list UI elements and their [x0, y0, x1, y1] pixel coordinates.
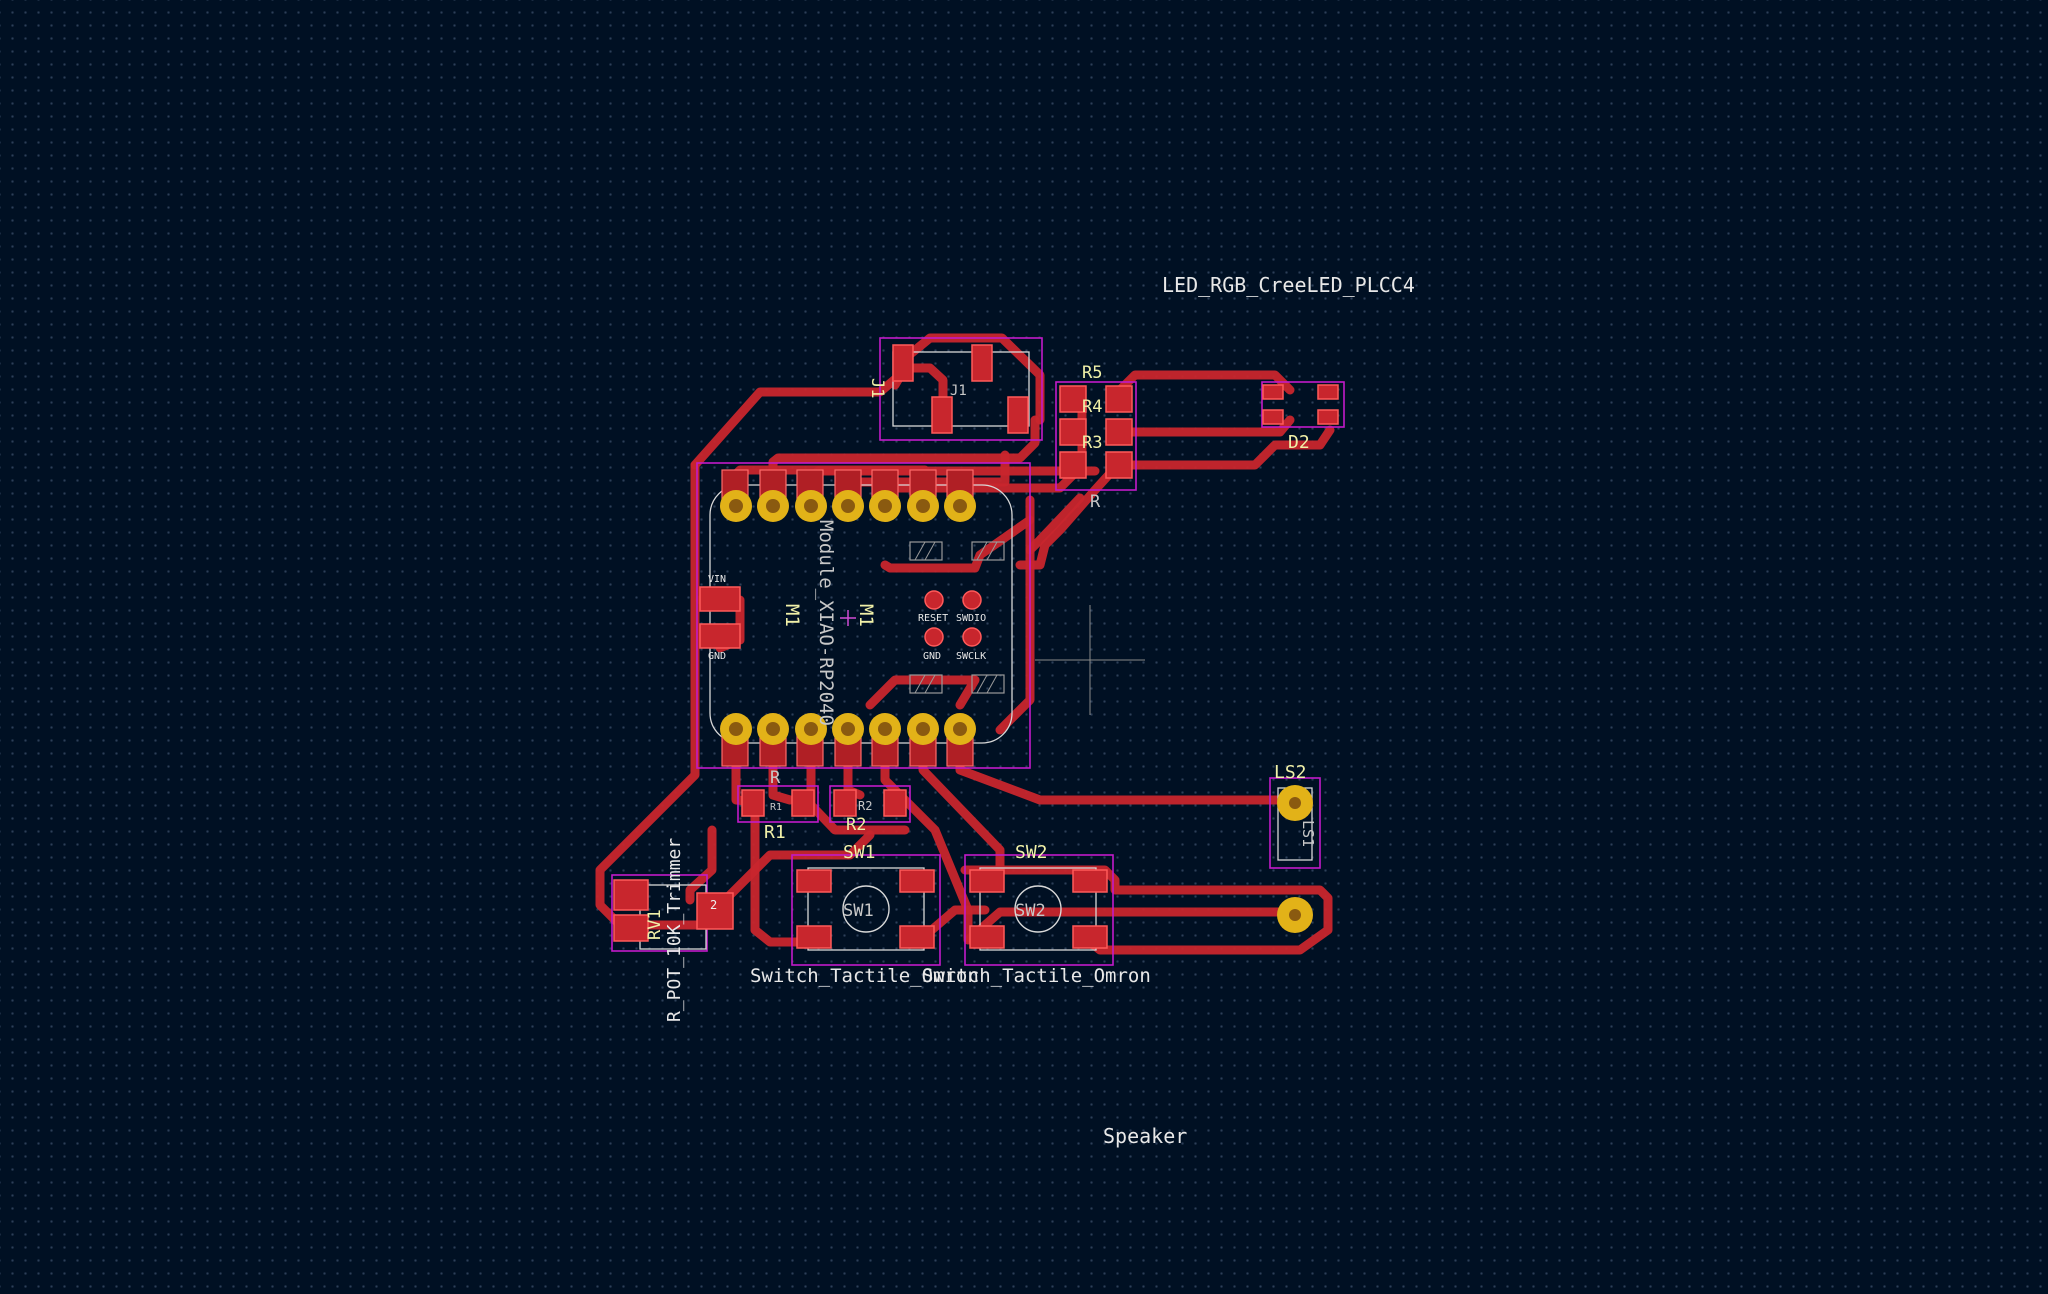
d2-courtyard: [1261, 381, 1345, 428]
ls2-courtyard: [1269, 777, 1321, 869]
m1-side-pads: VIN GND: [699, 574, 741, 662]
r2-fab-text: R2: [858, 799, 872, 813]
pin-label-swdio: SWDIO: [956, 613, 986, 624]
r2-ref-text: R2: [846, 815, 866, 835]
r-value-text: R: [1090, 492, 1101, 512]
resistor-r1[interactable]: R R1 R1: [737, 768, 819, 843]
sw1-fab-text: SW1: [843, 901, 874, 921]
speaker-value-label: Speaker: [1103, 1124, 1187, 1148]
ls2-ref-text: LS2: [1274, 762, 1307, 783]
r1-courtyard: [737, 785, 819, 823]
m1-hatched-pads: [909, 541, 1005, 694]
r3-ref-text: R3: [1082, 433, 1102, 453]
j1-courtyard: [879, 337, 1043, 441]
r2-courtyard: [829, 785, 911, 823]
speaker-ls2[interactable]: LS2 LS1: [1269, 762, 1321, 933]
j1-ref-text: J1: [867, 378, 887, 398]
sw1-value-text: Switch_Tactile_Omron: [750, 965, 979, 987]
m1-courtyard: [696, 462, 1031, 769]
j1-fab-text: J1: [950, 383, 967, 399]
led-d2[interactable]: D2: [1261, 381, 1345, 453]
d2-ref-text: D2: [1288, 432, 1310, 453]
connector-j1[interactable]: J1 J1: [867, 337, 1043, 441]
pin-label-reset: RESET: [918, 613, 948, 624]
r1-ref-text: R1: [764, 822, 786, 843]
pin-label-gnd: GND: [923, 651, 941, 662]
resistor-r2[interactable]: R2 R2: [829, 785, 911, 835]
pin-label-gnd-side: GND: [708, 651, 726, 662]
sw2-ref-text: SW2: [1015, 842, 1048, 863]
pin-label-swclk: SWCLK: [956, 651, 986, 662]
origin-crosshair: [1035, 605, 1145, 715]
sw2-value-text: Switch_Tactile_Omron: [922, 965, 1151, 987]
led-footprint-label: LED_RGB_CreeLED_PLCC4: [1162, 273, 1415, 297]
switch-sw1[interactable]: SW1 SW1 Switch_Tactile_Omron: [750, 842, 979, 987]
m1-header-top: [720, 469, 976, 522]
potentiometer-rv1[interactable]: 2 RV1 R_POT_10K_Trimmer: [611, 838, 734, 1022]
resistor-stack[interactable]: R5 R4 R3 R: [1055, 363, 1137, 512]
pin-label-vin: VIN: [708, 574, 726, 585]
j1-outline: [892, 351, 1030, 427]
sw2-courtyard: [964, 854, 1114, 966]
ls1-fab-text: LS1: [1299, 820, 1317, 847]
sw1-ref-text: SW1: [843, 842, 876, 863]
r4-ref-text: R4: [1082, 397, 1102, 417]
sw2-actuator: [1014, 885, 1062, 933]
r1-value-text: R: [770, 768, 781, 788]
m1-ref-text: M1: [781, 604, 803, 627]
module-m1[interactable]: VIN GND RESET SWDIO GND SWCLK: [696, 462, 1031, 769]
m1-header-bottom: [720, 713, 976, 767]
sw2-outline: [979, 867, 1097, 951]
rv1-ref-text: RV1: [645, 909, 665, 940]
sw1-actuator: [842, 885, 890, 933]
m1-swd-pads: RESET SWDIO GND SWCLK: [918, 590, 986, 662]
sw2-fab-text: SW2: [1015, 901, 1046, 921]
m1-value-text: Module_XIAO-RP2040: [815, 520, 837, 726]
switch-sw2[interactable]: SW2 SW2 Switch_Tactile_Omron: [922, 842, 1151, 987]
sw1-courtyard: [791, 854, 941, 966]
rv1-value-text: R_POT_10K_Trimmer: [664, 838, 685, 1022]
r1-fab-text: R1: [770, 802, 782, 813]
resistor-stack-courtyard: [1055, 381, 1137, 491]
rv1-pin2-label: 2: [710, 898, 717, 912]
sw1-outline: [807, 867, 925, 951]
m1-fab-ref-text: M1: [855, 604, 877, 627]
r5-ref-text: R5: [1082, 363, 1102, 383]
